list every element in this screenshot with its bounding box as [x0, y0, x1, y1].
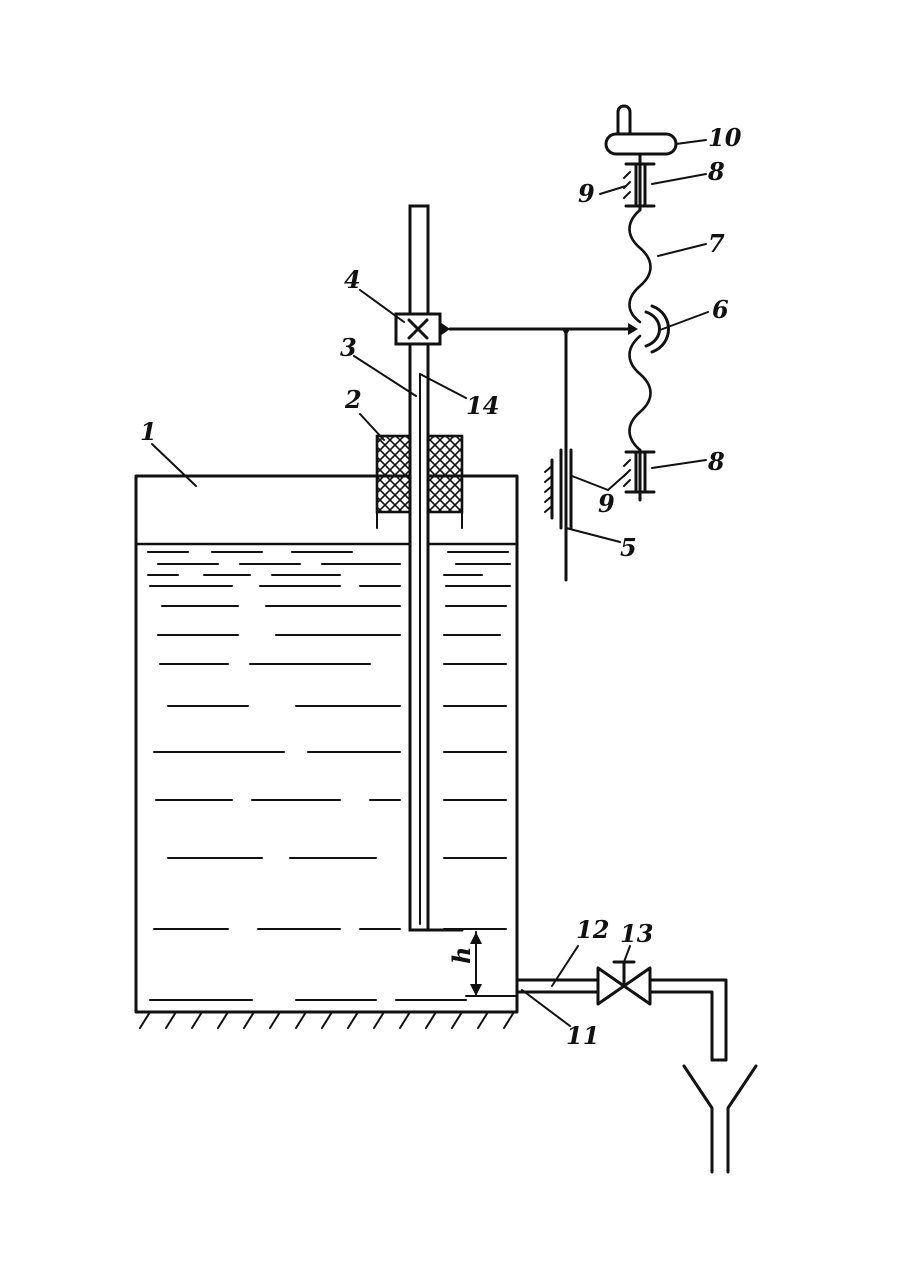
valve: [598, 962, 650, 1004]
liquid: [138, 544, 515, 1000]
label-8-top: 8: [707, 157, 725, 186]
link-arm: [450, 323, 638, 336]
label-10: 10: [708, 123, 742, 152]
label-14: 14: [466, 391, 499, 420]
outlet-pipe: [517, 930, 726, 1060]
label-2: 2: [344, 385, 362, 414]
label-8-bottom: 8: [707, 447, 725, 476]
label-11: 11: [566, 1021, 599, 1050]
label-3: 3: [340, 333, 357, 362]
ground-hatch: [140, 1012, 514, 1028]
label-4: 4: [344, 265, 361, 294]
label-12: 12: [576, 915, 609, 944]
label-1: 1: [140, 417, 157, 446]
label-h: h: [447, 947, 476, 964]
vertical-rod: [545, 329, 571, 580]
label-5: 5: [620, 533, 637, 562]
label-9-bottom: 9: [598, 489, 615, 518]
flexible-shaft-assembly: [606, 106, 676, 500]
sensor-head: [396, 314, 450, 344]
label-9-top: 9: [578, 179, 595, 208]
tank: [136, 476, 517, 1012]
leader-lines: [152, 140, 708, 1026]
label-7: 7: [708, 229, 725, 258]
label-6: 6: [712, 295, 729, 324]
funnel: [684, 1066, 756, 1172]
label-13: 13: [620, 919, 653, 948]
